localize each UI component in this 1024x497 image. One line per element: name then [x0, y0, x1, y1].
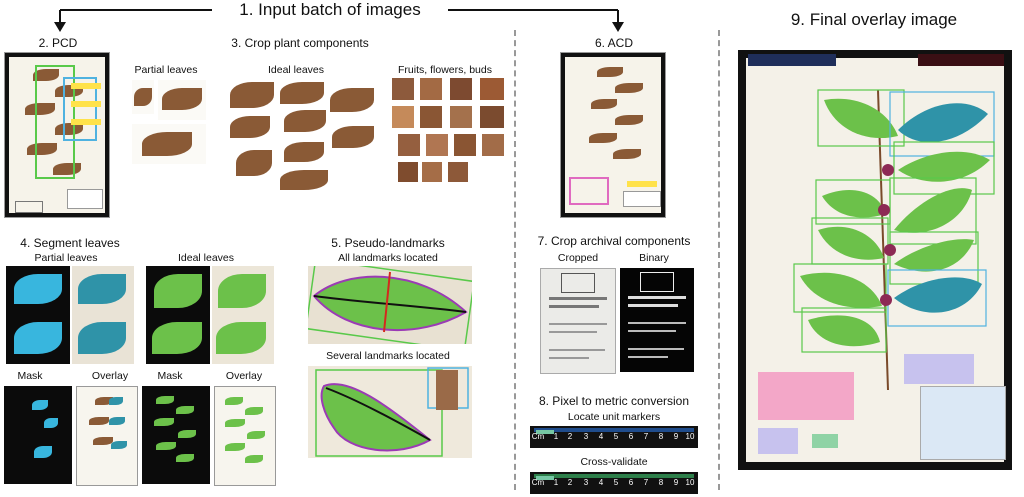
segment-ideal-label: Ideal leaves: [177, 252, 235, 264]
ruler-tick: 4: [598, 432, 604, 441]
mask-label-2: Mask: [157, 370, 183, 382]
ruler-tick: 5: [613, 478, 619, 487]
ruler-tick: 1: [553, 478, 559, 487]
crop-partial-label: Partial leaves: [134, 64, 198, 76]
ruler-tick: 6: [628, 432, 634, 441]
ruler-tick: 3: [583, 432, 589, 441]
pixel-title: 8. Pixel to metric conversion: [538, 394, 690, 408]
partial-leaf-mask: [6, 266, 70, 364]
ruler-tick: 2: [567, 478, 573, 487]
divider-left: [514, 30, 516, 490]
pcd-specimen-sheet: [4, 52, 110, 218]
crop-ideal-label: Ideal leaves: [267, 64, 325, 76]
ruler-tick: 4: [598, 478, 604, 487]
acd-title: 6. ACD: [594, 36, 634, 50]
ruler-locate: Cm 1 2 3 4 5 6 7 8 9 10: [530, 426, 698, 448]
final-overlay-sheet: [738, 50, 1012, 470]
full-overlay-ideal: [214, 386, 276, 486]
cropped-label: Cropped: [557, 252, 599, 264]
ruler-unit-label: Cm: [531, 432, 545, 441]
final-title: 9. Final overlay image: [790, 10, 958, 29]
ruler-tick: 9: [673, 478, 679, 487]
overlay-label-2: Overlay: [225, 370, 263, 382]
header-title: 1. Input batch of images: [239, 0, 421, 19]
cross-validate-label: Cross-validate: [580, 456, 648, 468]
pseudo-several-label: Several landmarks located: [326, 350, 450, 362]
fruits-flowers-buds-crops: [392, 78, 510, 188]
ruler-tick: 9: [673, 432, 679, 441]
ruler-cross-validate: Cm 1 2 3 4 5 6 7 8 9 10: [530, 472, 698, 494]
archival-cropped-image: [540, 268, 616, 374]
crop-archival-title: 7. Crop archival components: [537, 234, 691, 248]
binary-label: Binary: [639, 252, 669, 264]
ruler-tick: 7: [643, 478, 649, 487]
ruler-tick: 7: [643, 432, 649, 441]
ruler-tick: 8: [658, 478, 664, 487]
overlay-label-1: Overlay: [91, 370, 129, 382]
archival-binary-image: [620, 268, 694, 372]
pseudo-title: 5. Pseudo-landmarks: [331, 236, 445, 250]
ruler-tick: 10: [685, 478, 695, 487]
ruler-tick: 8: [658, 432, 664, 441]
ruler-tick: 2: [567, 432, 573, 441]
crop-plant-title: 3. Crop plant components: [231, 36, 369, 50]
segment-title: 4. Segment leaves: [20, 236, 120, 250]
ruler-tick: 1: [553, 432, 559, 441]
ruler-unit-label: Cm: [531, 478, 545, 487]
ideal-leaf-mask: [146, 266, 210, 364]
pcd-title: 2. PCD: [38, 36, 78, 50]
ruler-tick: 5: [613, 432, 619, 441]
locate-label: Locate unit markers: [567, 411, 661, 423]
acd-specimen-sheet: [560, 52, 666, 218]
ruler-tick: 10: [685, 432, 695, 441]
crop-fruits-label: Fruits, flowers, buds: [398, 64, 492, 76]
pseudo-several-landmarks-image: [308, 366, 472, 458]
full-overlay-partial: [76, 386, 138, 486]
ruler-tick: 3: [583, 478, 589, 487]
segment-partial-label: Partial leaves: [34, 252, 98, 264]
ruler-tick: 6: [628, 478, 634, 487]
partial-leaves-crops: [132, 80, 206, 164]
partial-leaf-overlay: [72, 266, 134, 364]
ideal-leaf-overlay: [212, 266, 274, 364]
full-mask-partial: [4, 386, 72, 484]
header-arrows: [54, 9, 624, 32]
final-overlay-leaves: [793, 89, 995, 391]
ideal-leaves-crops: [230, 80, 376, 192]
divider-right: [718, 30, 720, 490]
pseudo-all-label: All landmarks located: [338, 252, 438, 264]
mask-label-1: Mask: [17, 370, 43, 382]
full-mask-ideal: [142, 386, 210, 484]
pseudo-all-landmarks-image: [308, 266, 472, 344]
